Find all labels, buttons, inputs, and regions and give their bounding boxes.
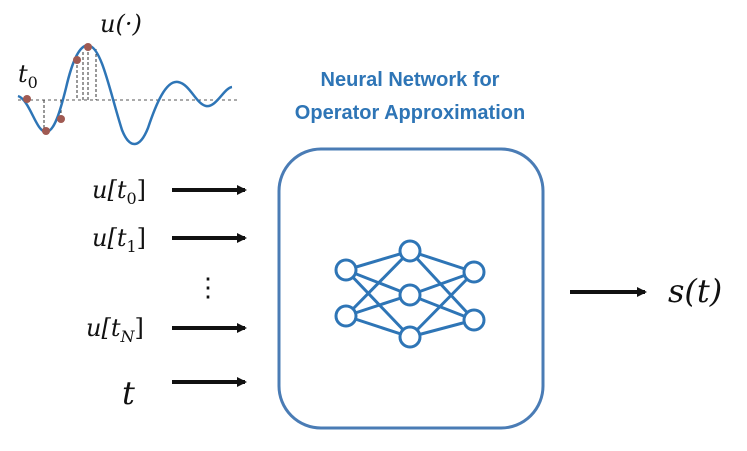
sample-point — [57, 115, 65, 123]
neural-network-icon — [334, 239, 486, 349]
nn-node — [462, 308, 486, 332]
sample-point — [84, 43, 92, 51]
sample-point — [42, 127, 50, 135]
time-input-label: t — [122, 374, 135, 412]
input-label-0: u[t0] — [92, 176, 146, 208]
output-label: s(t) — [668, 272, 722, 310]
title-line-1: Neural Network for — [321, 69, 500, 91]
t0-label: t0 — [18, 60, 38, 92]
input-list: u[t0] u[t1] ⋮ u[tN] t — [86, 176, 247, 412]
title-line-2: Operator Approximation — [295, 102, 525, 124]
nn-node — [398, 325, 422, 349]
input-label-n: u[tN] — [86, 314, 144, 346]
function-label: u(·) — [100, 10, 142, 38]
signal-curve — [17, 44, 233, 146]
sample-point — [23, 95, 31, 103]
nn-node — [334, 258, 358, 282]
ellipsis: ⋮ — [195, 273, 221, 303]
input-label-1: u[t1] — [92, 224, 146, 256]
nn-node — [462, 260, 486, 284]
nn-node — [398, 283, 422, 307]
sample-point — [73, 56, 81, 64]
signal-plot — [17, 43, 238, 146]
nn-node — [334, 304, 358, 328]
nn-node — [398, 239, 422, 263]
